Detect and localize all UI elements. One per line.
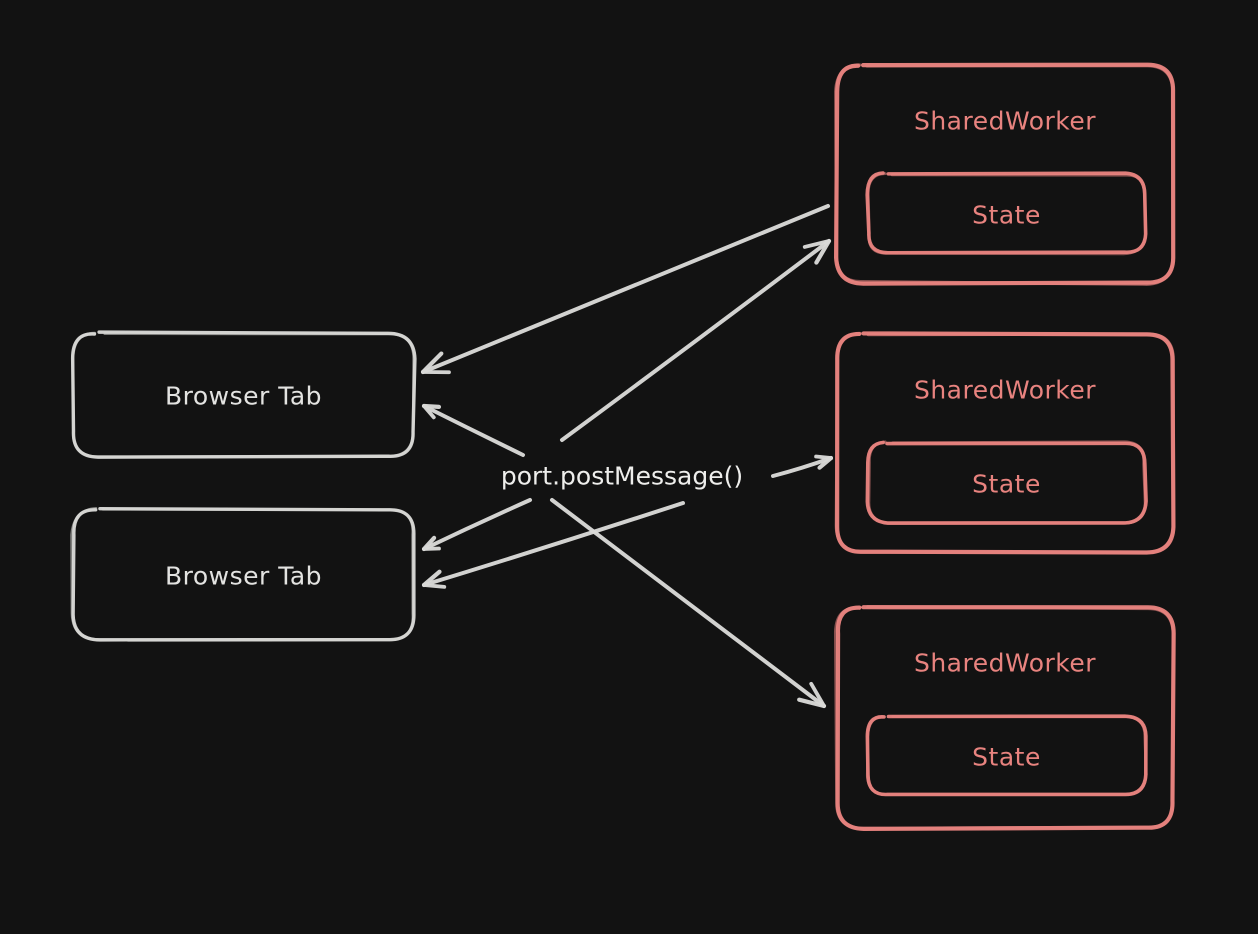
arrow-label-to-worker3-head-barb-2 (809, 681, 826, 708)
browser-tab-1-outline (70, 330, 417, 459)
arrow-label-to-worker1-head-barb-1 (814, 238, 832, 265)
shared-worker-group (833, 62, 1176, 832)
arrow-label-to-worker2 (771, 454, 834, 478)
shared-worker-3-state-outline-stroke-b (865, 715, 1148, 796)
shared-worker-3-state-outline-stroke-a (865, 714, 1148, 797)
arrow-label-to-worker1-shaft (560, 239, 831, 442)
arrow-label-to-tab1-head-barb-2 (422, 404, 436, 420)
shared-worker-1-state-outline (865, 171, 1148, 256)
arrow-worker1-to-tab1 (420, 204, 830, 375)
shared-worker-2-state-outline-stroke-b (867, 440, 1147, 525)
arrow-worker1-to-tab1-shaft (421, 204, 830, 374)
arrow-label-to-worker3 (550, 498, 827, 709)
arrow-worker3-to-tab2 (421, 501, 685, 589)
shared-worker-1-state-outline-stroke-b (866, 172, 1148, 256)
shared-worker-2-state[interactable] (865, 440, 1148, 525)
browser-tab-2-outline (70, 506, 416, 642)
arrow-label-to-tab2 (421, 498, 532, 552)
arrow-label-to-worker3-shaft (550, 498, 826, 708)
shared-worker-2-state-outline (865, 440, 1148, 525)
arrow-group (420, 204, 834, 709)
arrow-worker3-to-tab2-shaft (422, 501, 685, 587)
browser-tab-1-outline-stroke-b (71, 331, 415, 459)
shared-worker-2[interactable] (834, 331, 1176, 555)
shared-worker-1-state-outline-stroke-a (865, 171, 1148, 255)
arrow-worker3-to-tab2-head-barb-2 (422, 583, 447, 589)
shared-worker-2-outline (834, 331, 1176, 555)
shared-worker-1[interactable] (834, 62, 1176, 286)
browser-tab-1-outline-stroke-a (70, 330, 417, 459)
arrow-worker3-to-tab2-head-barb-1 (421, 569, 442, 588)
arrow-label-to-tab2-shaft (422, 498, 532, 551)
shared-worker-3-state-outline (865, 714, 1148, 797)
shared-worker-1-outline (834, 62, 1176, 286)
arrow-label-to-worker1-head-barb-2 (802, 239, 831, 249)
browser-tab-2-outline-stroke-b (70, 507, 415, 642)
arrow-label-to-worker1 (560, 238, 832, 442)
shared-worker-2-outline-stroke-b (834, 331, 1176, 555)
arrow-label-to-tab1 (421, 403, 525, 457)
shared-worker-3[interactable] (833, 604, 1176, 832)
browser-tab-2[interactable] (70, 506, 416, 642)
arrow-label-to-tab1-shaft (422, 404, 525, 457)
shared-worker-1-state[interactable] (865, 171, 1148, 256)
shared-worker-1-outline-stroke-b (834, 63, 1175, 286)
arrow-label-to-worker3-head-barb-1 (797, 697, 827, 709)
browser-tab-1[interactable] (70, 330, 417, 459)
shared-worker-3-state[interactable] (865, 714, 1148, 797)
arrow-worker1-to-tab1-head-barb-1 (420, 351, 444, 375)
shared-worker-2-state-outline-stroke-a (865, 440, 1148, 525)
browser-tab-2-outline-stroke-a (71, 506, 416, 642)
browser-tab-group (70, 330, 417, 642)
shared-worker-3-outline-stroke-b (833, 604, 1175, 831)
shared-worker-3-outline (833, 604, 1176, 832)
arrow-label-to-worker2-head-barb-2 (814, 454, 833, 460)
